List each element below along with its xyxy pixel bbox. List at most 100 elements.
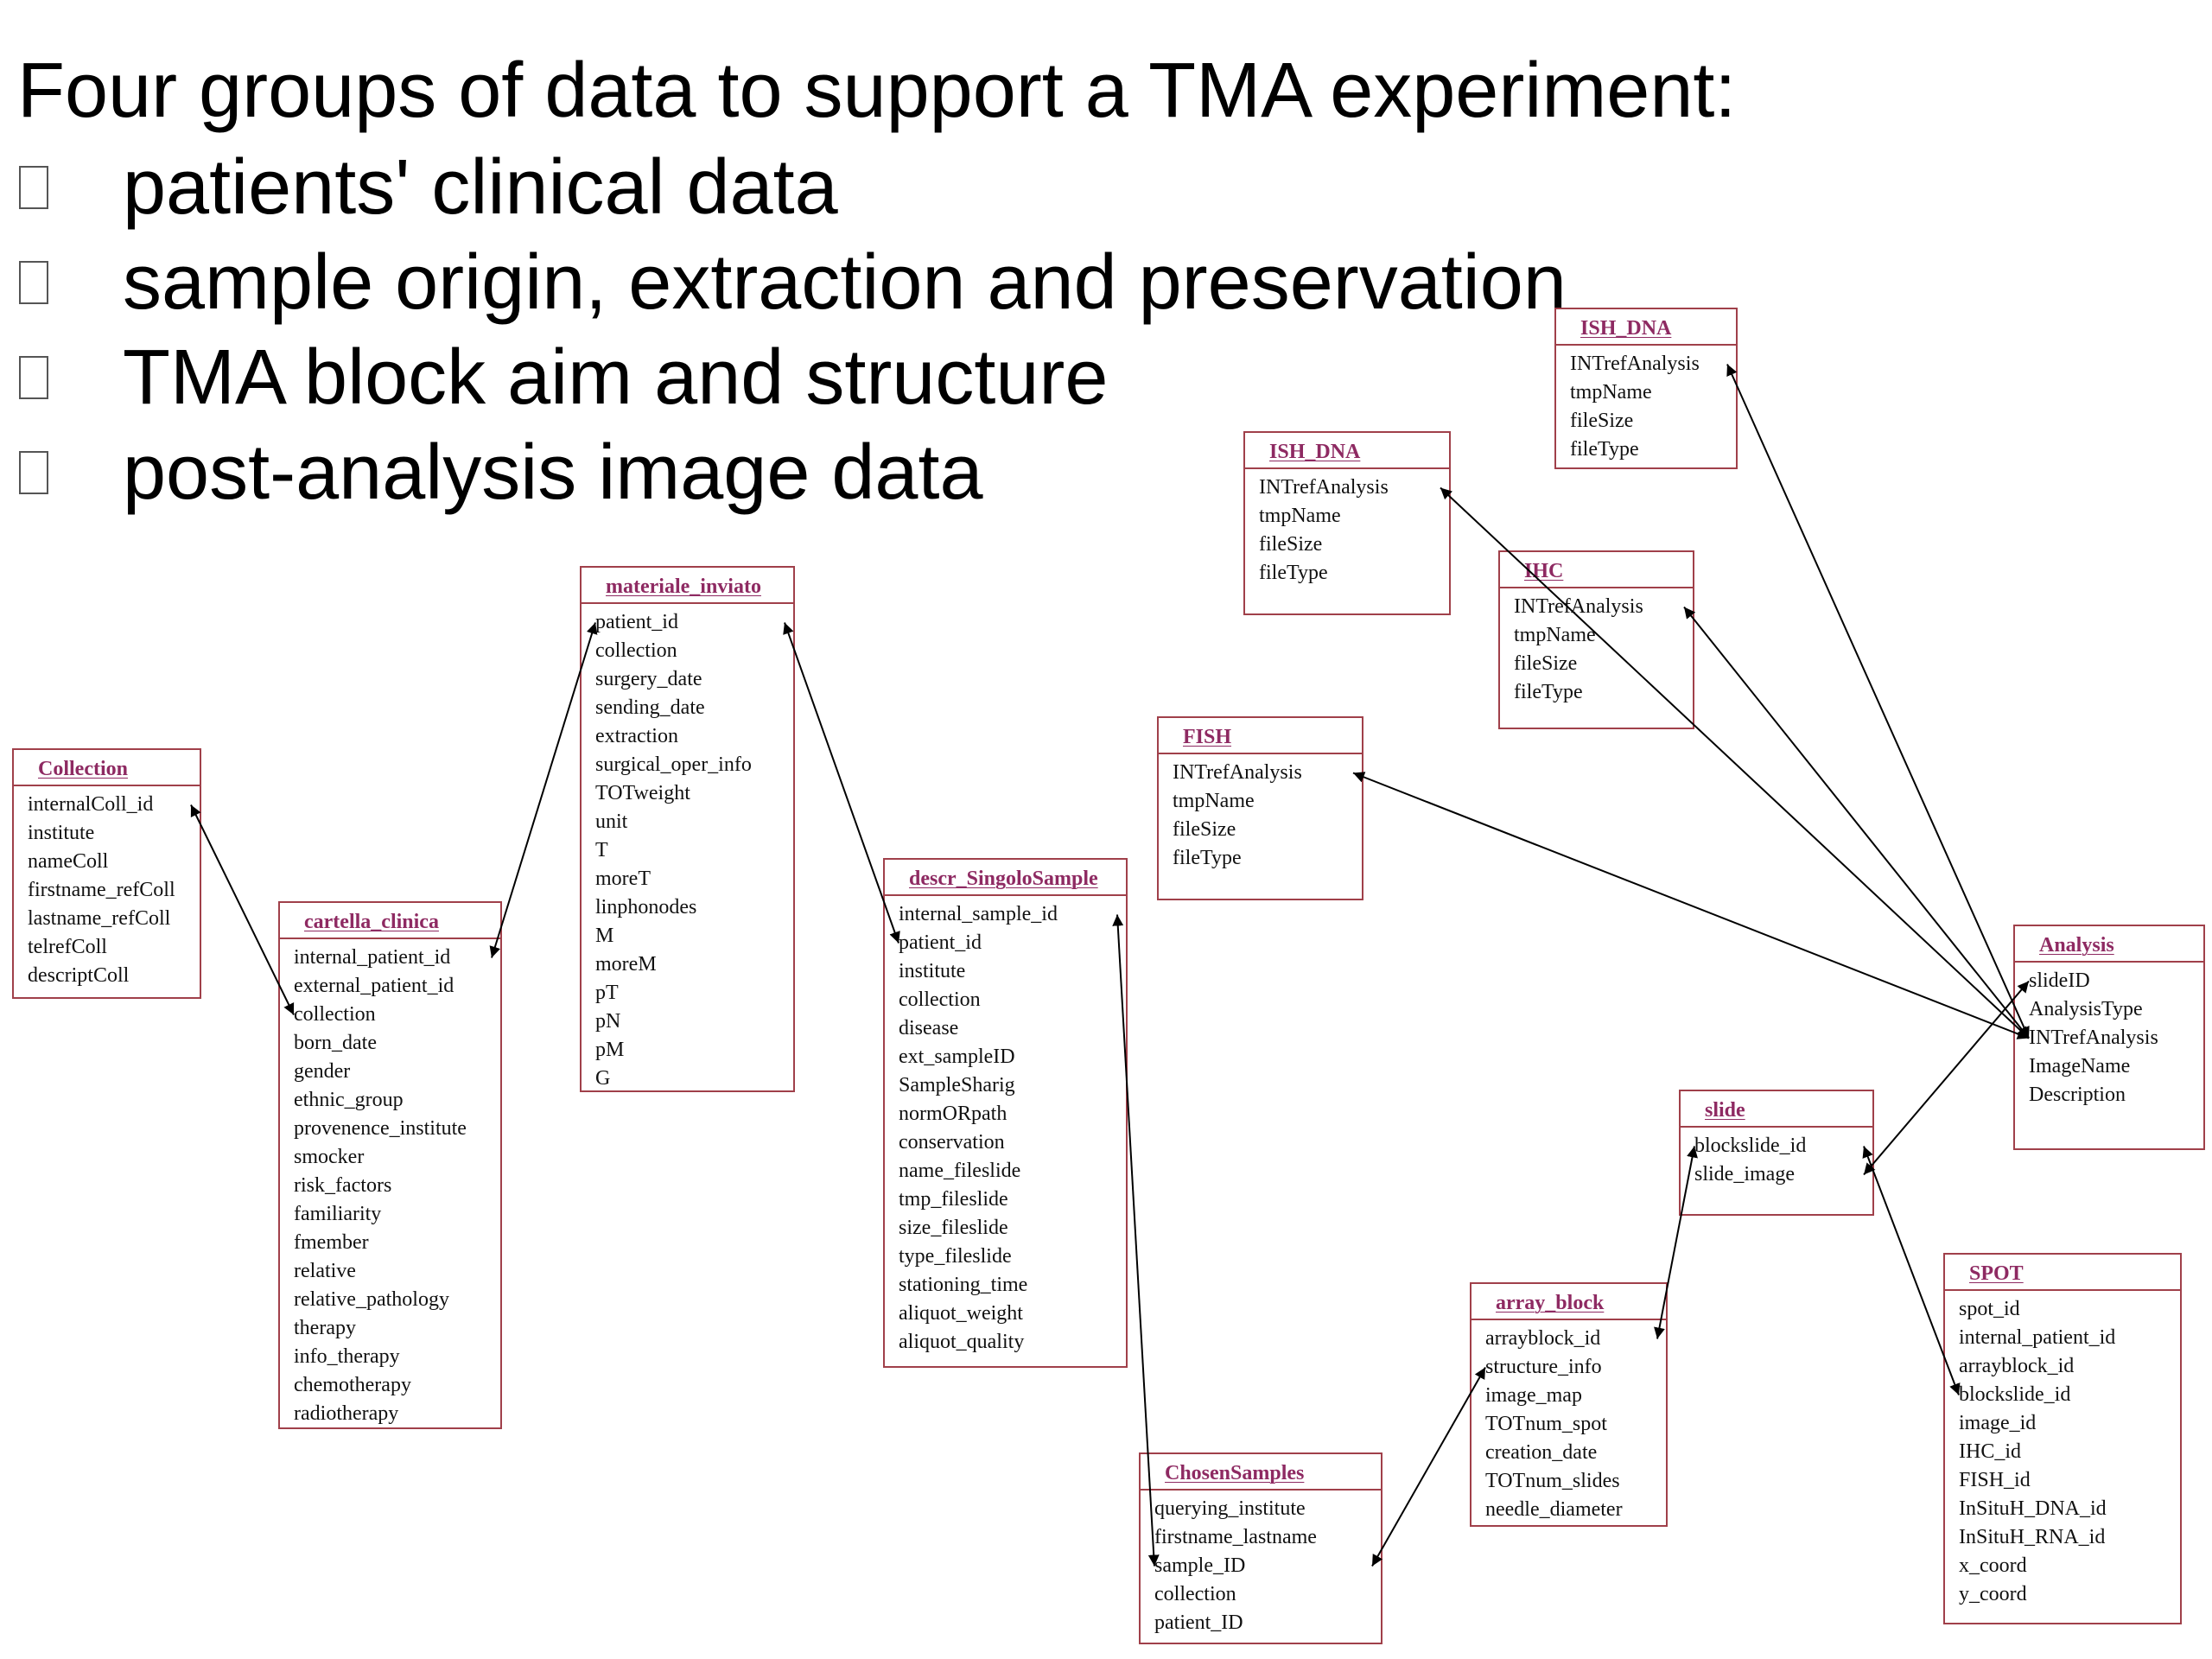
field-tmpname: tmpName	[1259, 505, 1341, 527]
field-born-date: born_date	[294, 1032, 377, 1054]
bullet-item: TMA block aim and structure	[17, 330, 1567, 425]
bullet-item: sample origin, extraction and preservati…	[17, 235, 1567, 330]
table-name: materiale_inviato	[582, 568, 793, 604]
table-name: Collection	[14, 750, 200, 786]
field-pm: pM	[595, 1039, 625, 1061]
table-name: descr_SingoloSample	[885, 860, 1126, 896]
table-name: FISH	[1159, 718, 1362, 754]
field-size-fileslide: size_fileslide	[899, 1217, 1008, 1239]
field-institute: institute	[28, 822, 95, 844]
connector-analysis-intrefanalysis-to-ish-dna-intrefanalysis	[1726, 364, 2030, 1039]
bullet-text: patients' clinical data	[123, 144, 838, 231]
table-name: cartella_clinica	[280, 903, 500, 939]
connector-materiale-inviato-patient-id-to-descr-singolosample-patient-id	[783, 622, 900, 944]
field-intrefanalysis: INTrefAnalysis	[1173, 761, 1302, 784]
table-name: ISH_DNA	[1245, 433, 1449, 469]
field-m: M	[595, 925, 614, 947]
field-slide-image: slide_image	[1694, 1163, 1795, 1185]
field-imagename: ImageName	[2029, 1055, 2131, 1077]
field-risk-factors: risk_factors	[294, 1174, 392, 1197]
field-relative-pathology: relative_pathology	[294, 1288, 449, 1311]
field-unit: unit	[595, 810, 628, 833]
field-insituh-rna-id: InSituH_RNA_id	[1959, 1526, 2106, 1548]
field-needle-diameter: needle_diameter	[1485, 1498, 1623, 1521]
field-samplesharig: SampleSharig	[899, 1074, 1015, 1096]
field-blockslide-id: blockslide_id	[1694, 1135, 1807, 1157]
field-firstname-lastname: firstname_lastname	[1154, 1526, 1317, 1548]
table-name: SPOT	[1945, 1255, 2180, 1291]
field-aliquot-weight: aliquot_weight	[899, 1302, 1023, 1325]
field-list: blockslide_id slide_image	[1681, 1128, 1872, 1189]
field-intrefanalysis: INTrefAnalysis	[1514, 595, 1643, 618]
table-name: array_block	[1471, 1284, 1666, 1320]
field-firstname-refcoll: firstname_refColl	[28, 879, 175, 901]
table-slide: slide blockslide_id slide_image	[1679, 1090, 1874, 1216]
bullet-box-icon	[19, 166, 48, 209]
connector-analysis-intrefanalysis-to-fish-intrefanalysis	[1352, 772, 2030, 1039]
bullet-text: TMA block aim and structure	[123, 334, 1109, 421]
field-filesize: fileSize	[1173, 818, 1236, 841]
field-extraction: extraction	[595, 725, 678, 747]
field-filesize: fileSize	[1514, 652, 1578, 675]
field-intrefanalysis: INTrefAnalysis	[2029, 1027, 2158, 1049]
table-name: slide	[1681, 1091, 1872, 1128]
field-structure-info: structure_info	[1485, 1356, 1602, 1378]
field-ihc-id: IHC_id	[1959, 1440, 2021, 1463]
field-filesize: fileSize	[1570, 410, 1634, 432]
field-collection: collection	[595, 639, 677, 662]
field-stationing-time: stationing_time	[899, 1274, 1028, 1296]
field-pn: pN	[595, 1010, 621, 1033]
field-fmember: fmember	[294, 1231, 369, 1254]
field-y-coord: y_coord	[1959, 1583, 2027, 1605]
field-relative: relative	[294, 1260, 356, 1282]
field-patient-id: patient_id	[595, 611, 678, 633]
field-tmpname: tmpName	[1173, 790, 1255, 812]
field-collection: collection	[1154, 1583, 1236, 1605]
field-collection: collection	[294, 1003, 376, 1026]
field-chemotherapy: chemotherapy	[294, 1374, 411, 1396]
connector-chosensamples-sample-id-to-array-block-structure-info	[1371, 1367, 1486, 1567]
field-radiotherapy: radiotherapy	[294, 1402, 399, 1425]
field-t: T	[595, 839, 608, 861]
table-name: ISH_DNA	[1556, 309, 1736, 346]
field-linphonodes: linphonodes	[595, 896, 697, 918]
field-gender: gender	[294, 1060, 351, 1083]
field-slideid: slideID	[2029, 969, 2090, 992]
field-arrayblock-id: arrayblock_id	[1485, 1327, 1601, 1350]
field-external-patient-id: external_patient_id	[294, 975, 454, 997]
field-spot-id: spot_id	[1959, 1298, 2020, 1320]
field-tmp-fileslide: tmp_fileslide	[899, 1188, 1008, 1211]
field-intrefanalysis: INTrefAnalysis	[1570, 353, 1700, 375]
field-tmpname: tmpName	[1514, 624, 1596, 646]
field-image-id: image_id	[1959, 1412, 2037, 1434]
field-internal-patient-id: internal_patient_id	[294, 946, 451, 969]
field-totweight: TOTweight	[595, 782, 690, 804]
field-provenence-institute: provenence_institute	[294, 1117, 467, 1140]
field-creation-date: creation_date	[1485, 1441, 1598, 1464]
field-morem: moreM	[595, 953, 657, 976]
field-moret: moreT	[595, 868, 651, 890]
field-insituh-dna-id: InSituH_DNA_id	[1959, 1497, 2107, 1520]
field-normorpath: normORpath	[899, 1103, 1007, 1125]
field-blockslide-id: blockslide_id	[1959, 1383, 2071, 1406]
field-lastname-refcoll: lastname_refColl	[28, 907, 171, 930]
field-ethnic-group: ethnic_group	[294, 1089, 404, 1111]
field-internal-patient-id: internal_patient_id	[1959, 1326, 2116, 1349]
field-analysistype: AnalysisType	[2029, 998, 2143, 1020]
field-totnum-spot: TOTnum_spot	[1485, 1413, 1607, 1435]
field-patient-id: patient_ID	[1154, 1611, 1243, 1634]
